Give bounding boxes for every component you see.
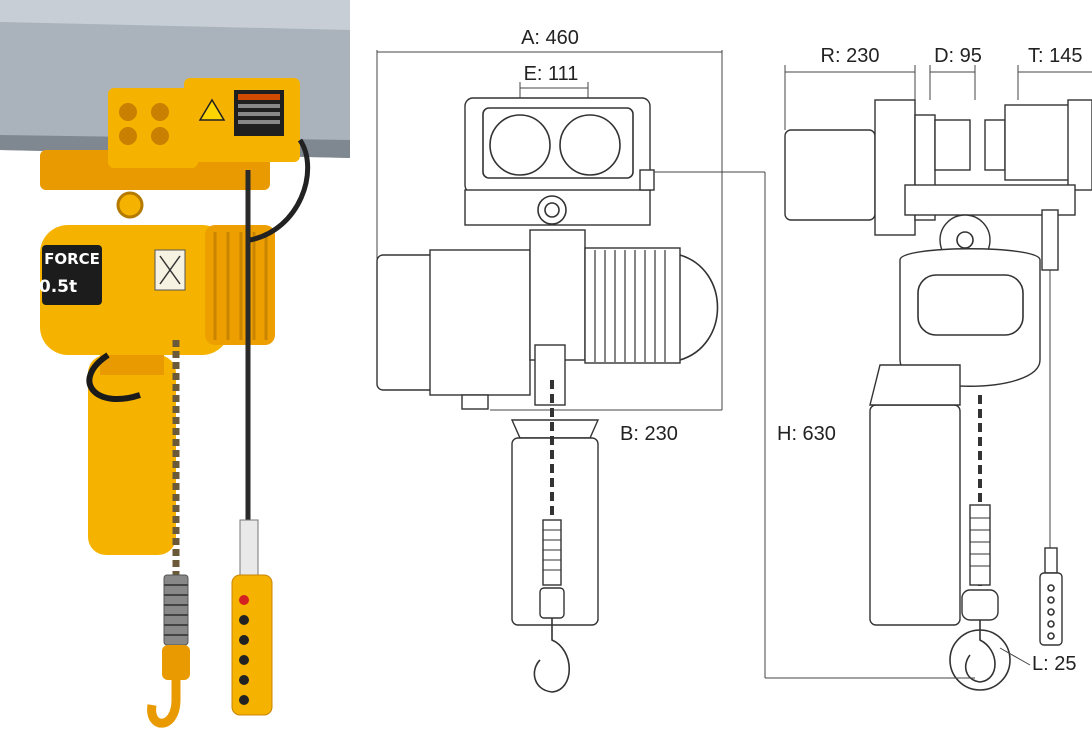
- trolley-wheel-right: [559, 114, 621, 176]
- control-box: [184, 78, 300, 162]
- dimension-d: D: 95: [929, 45, 982, 100]
- dimension-r: R: 230: [784, 45, 916, 130]
- hook-icon: [147, 680, 181, 728]
- side-pendant: [1039, 270, 1063, 646]
- dim-a-label: A: 460: [521, 27, 579, 49]
- capacity-label: 0.5t: [39, 277, 77, 297]
- side-view-drawing: R: 230 D: 95 T: 145: [764, 45, 1092, 691]
- front-chain: [533, 380, 571, 693]
- dimension-a: A: 460: [376, 27, 723, 410]
- dimension-h: H: 630: [764, 172, 975, 679]
- dim-d-label: D: 95: [934, 45, 982, 67]
- dimension-l: L: 25: [999, 647, 1076, 675]
- chain-container: [88, 355, 176, 555]
- load-chain: [147, 340, 190, 728]
- front-view-drawing: A: 460 E: 111: [376, 27, 765, 693]
- dim-e-label: E: 111: [524, 63, 579, 85]
- dim-b-label: B: 230: [620, 423, 678, 445]
- hoist-photo: FORCE 0.5t: [0, 0, 350, 728]
- brand-label: FORCE: [44, 250, 100, 268]
- pendant-control: [231, 138, 311, 716]
- front-hook-icon: [533, 618, 571, 693]
- side-chain-bag: [869, 404, 961, 626]
- dim-r-label: R: 230: [821, 45, 880, 67]
- side-chain: [949, 395, 1011, 691]
- dim-l-label: L: 25: [1032, 653, 1076, 675]
- dimension-b: B: 230: [490, 409, 722, 445]
- dim-t-label: T: 145: [1028, 45, 1082, 67]
- dim-h-label: H: 630: [777, 423, 836, 445]
- brand-plate: [42, 245, 102, 305]
- hoist-body: FORCE 0.5t: [39, 225, 275, 355]
- power-cable: [86, 352, 141, 402]
- trolley-wheel-left: [489, 114, 551, 176]
- dimension-t: T: 145: [1017, 45, 1092, 100]
